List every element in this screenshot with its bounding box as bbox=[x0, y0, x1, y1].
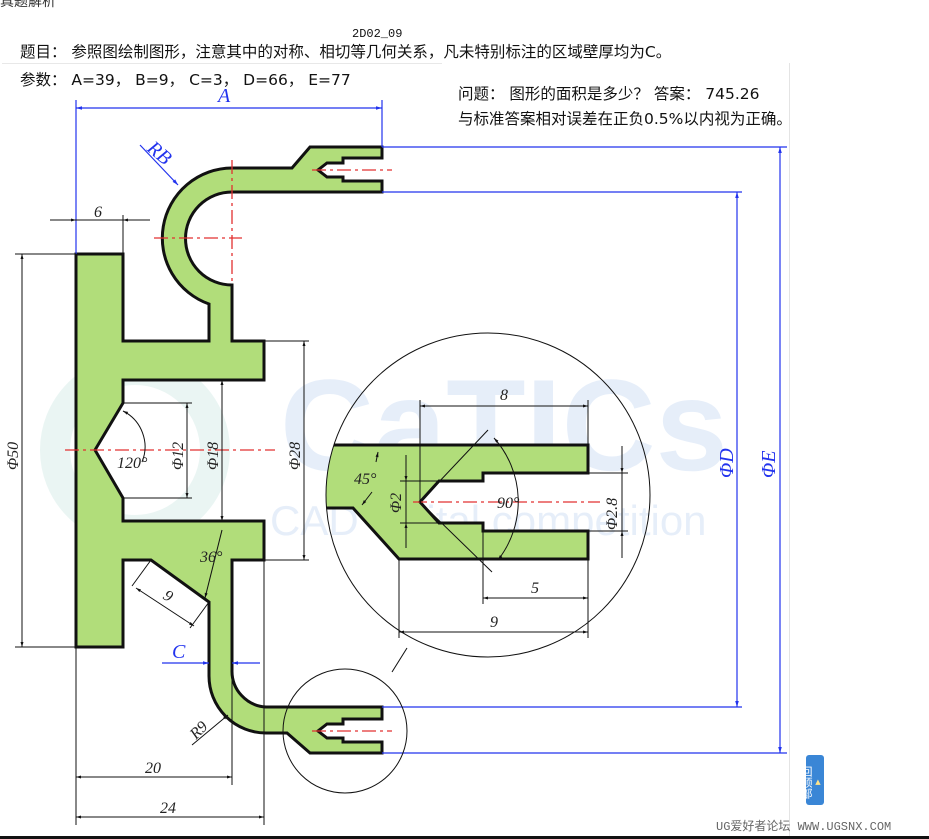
back-to-top-label: 回顶部 bbox=[800, 765, 813, 799]
problem-statement: 题目： 参照图绘制图形，注意其中的对称、相切等几何关系，凡未特别标注的区域壁厚均… bbox=[20, 43, 672, 61]
bottom-border bbox=[0, 836, 929, 839]
detail-dim-phi2: Φ2 bbox=[388, 493, 405, 513]
parameters: 参数： A=39， B=9， C=3， D=66， E=77 bbox=[20, 71, 351, 89]
question-answer: 问题： 图形的面积是多少？ 答案： 745.26 bbox=[458, 85, 760, 103]
dim-label-phi-d: ΦD bbox=[716, 448, 738, 478]
section-title: 真题解析 bbox=[0, 0, 56, 10]
divider bbox=[2, 63, 442, 64]
dim-label-c: C bbox=[172, 641, 186, 663]
center-lines bbox=[65, 160, 392, 732]
dim-label-a: A bbox=[216, 85, 231, 107]
dim-label-24: 24 bbox=[160, 800, 176, 817]
detail-dim-8: 8 bbox=[500, 387, 508, 404]
detail-dim-45: 45° bbox=[354, 471, 377, 488]
detail-dim-90: 90° bbox=[497, 495, 520, 512]
detail-dim-9: 9 bbox=[490, 614, 498, 631]
tolerance-note: 与标准答案相对误差在正负0.5%以内视为正确。 bbox=[458, 110, 792, 128]
up-arrow-icon: ▲ bbox=[814, 778, 822, 786]
footer-watermark: UG爱好者论坛 WWW.UGSNX.COM bbox=[716, 820, 892, 834]
dim-label-phi18: Φ18 bbox=[205, 442, 222, 470]
part-profile bbox=[74, 145, 384, 755]
detail-dim-5: 5 bbox=[531, 580, 539, 597]
dim-label-20: 20 bbox=[145, 760, 161, 777]
dim-label-phi28: Φ28 bbox=[287, 442, 304, 470]
dim-label-6: 6 bbox=[94, 204, 102, 221]
detail-dim-phi2-8: Φ2.8 bbox=[604, 498, 621, 530]
dim-label-120: 120° bbox=[117, 455, 148, 472]
dim-label-phi-e: ΦE bbox=[758, 451, 780, 478]
parameter-dimensions bbox=[75, 100, 787, 754]
dimensions bbox=[15, 215, 408, 825]
dim-label-phi50: Φ50 bbox=[5, 442, 22, 470]
back-to-top-button[interactable]: ▲回顶部 bbox=[800, 755, 824, 805]
dim-label-r9: R9 bbox=[186, 718, 211, 743]
dim-label-36: 36° bbox=[199, 549, 223, 566]
dim-label-rb: RB bbox=[142, 136, 176, 169]
dim-label-phi12: Φ12 bbox=[170, 442, 187, 470]
dim-label-9: 9 bbox=[160, 587, 176, 606]
detail-view: 8 45° Φ2 90° Φ2.8 5 9 bbox=[325, 332, 651, 658]
divider bbox=[789, 63, 790, 839]
problem-code: 2D02_09 bbox=[352, 27, 403, 41]
